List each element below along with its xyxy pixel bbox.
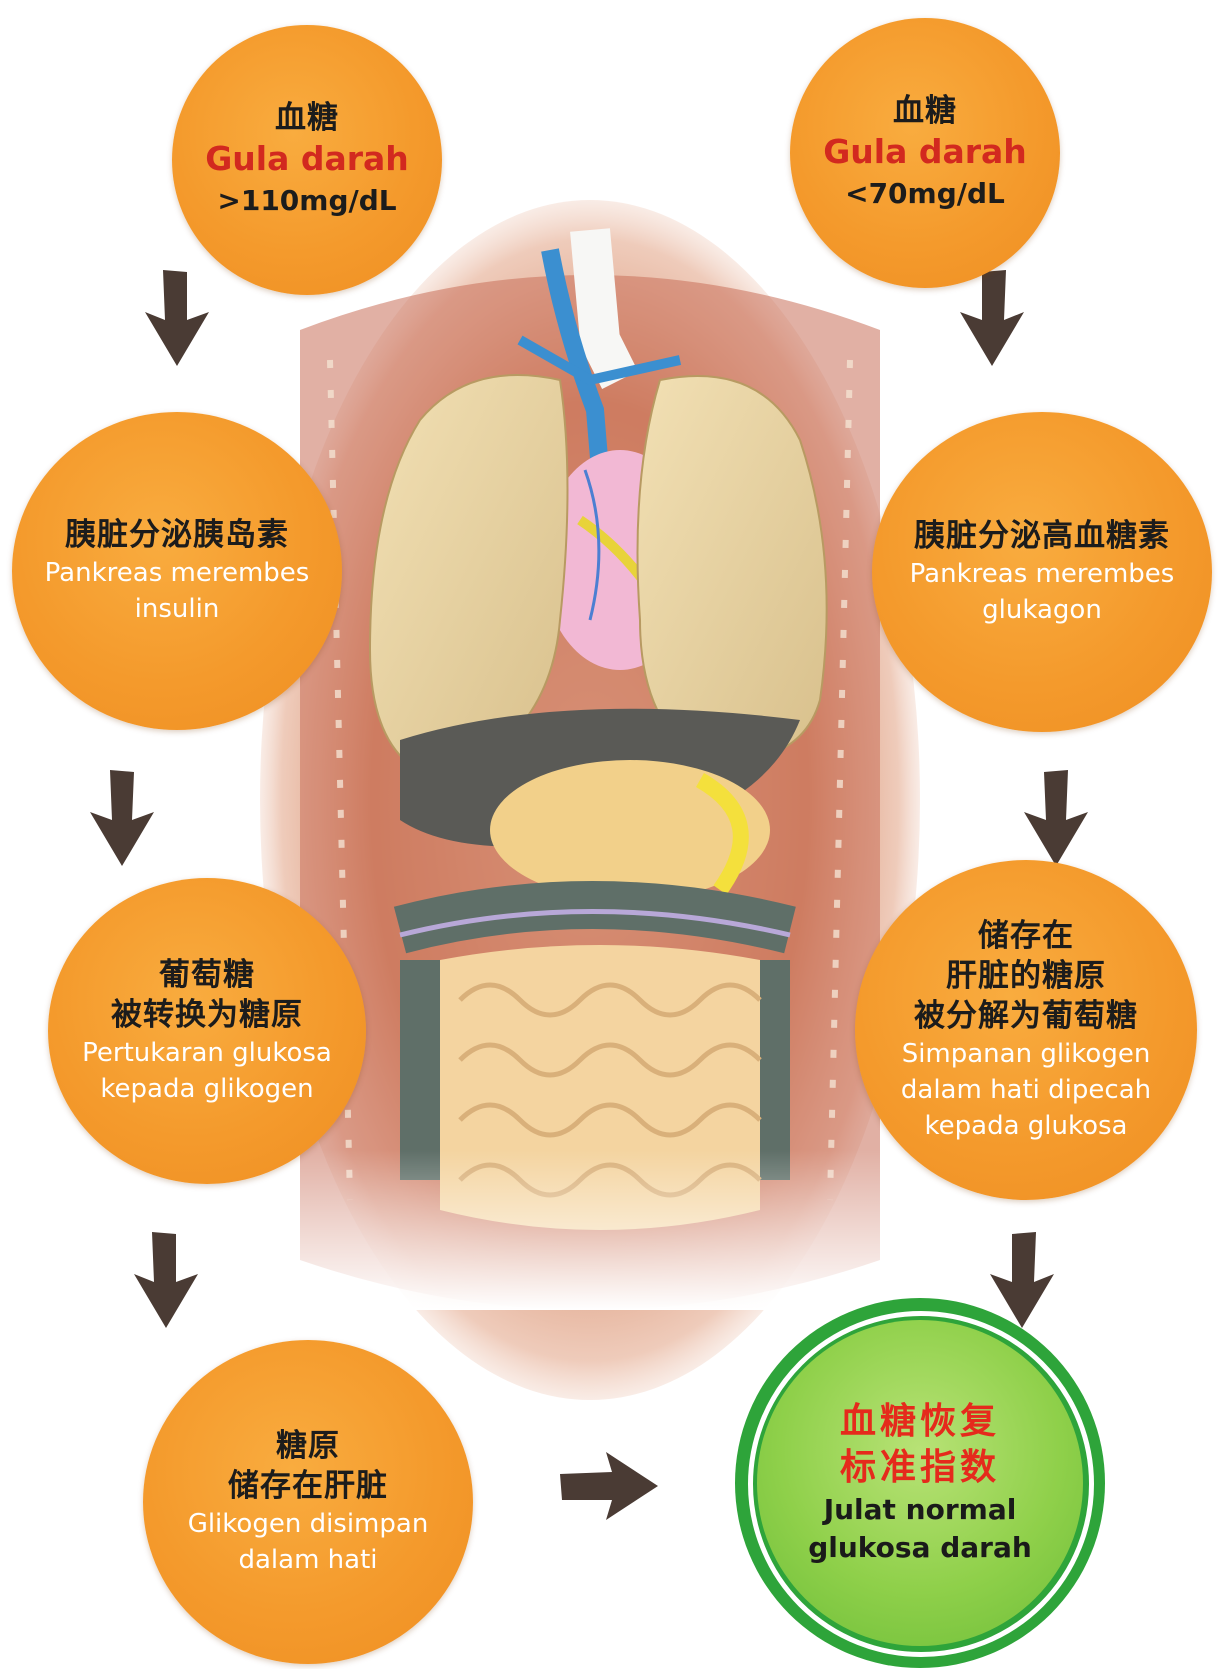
arrow-down-icon (958, 270, 1026, 368)
right-step1-zh: 血糖 (893, 91, 957, 131)
arrow-down-icon (88, 770, 156, 868)
right-step3-zh-line3: 被分解为葡萄糖 (914, 996, 1138, 1036)
left-step3-ms-line2: kepada glikogen (100, 1071, 313, 1107)
right-step3-ms-line3: kepada glukosa (925, 1108, 1128, 1144)
left-step3-zh-line1: 葡萄糖 (159, 955, 255, 995)
left-step3-ms-line1: Pertukaran glukosa (82, 1035, 332, 1071)
left-step1-zh: 血糖 (275, 98, 339, 138)
result-zh-line1: 血糖恢复 (840, 1399, 1000, 1445)
arrow-down-icon (143, 270, 211, 368)
left-insulin-circle: 胰脏分泌胰岛素 Pankreas merembes insulin (12, 412, 342, 730)
left-step3-zh-line2: 被转换为糖原 (111, 995, 303, 1035)
right-step2-ms-line2: glukagon (982, 592, 1102, 628)
right-step3-ms-line2: dalam hati dipecah (901, 1072, 1151, 1108)
result-ms-line2: glukosa darah (808, 1529, 1032, 1567)
left-glycogen-storage-circle: 糖原 储存在肝脏 Glikogen disimpan dalam hati (143, 1340, 473, 1664)
right-low-blood-sugar-circle: 血糖 Gula darah <70mg/dL (790, 18, 1060, 288)
normal-blood-sugar-content: 血糖恢复 标准指数 Julat normal glukosa darah (757, 1320, 1083, 1646)
stomach (490, 760, 770, 900)
arrow-down-icon (1022, 770, 1090, 868)
right-step1-value: <70mg/dL (845, 173, 1005, 215)
result-zh-line2: 标准指数 (840, 1445, 1000, 1491)
left-step2-ms-line1: Pankreas merembes (45, 555, 310, 591)
right-glucagon-circle: 胰脏分泌高血糖素 Pankreas merembes glukagon (872, 412, 1212, 732)
result-ms-line1: Julat normal (824, 1491, 1017, 1529)
right-step2-ms-line1: Pankreas merembes (910, 556, 1175, 592)
left-step1-value: >110mg/dL (217, 180, 396, 222)
left-step2-ms-line2: insulin (135, 591, 220, 627)
left-step2-zh: 胰脏分泌胰岛素 (65, 515, 289, 555)
left-step4-ms-line2: dalam hati (238, 1542, 377, 1578)
left-step1-ms: Gula darah (205, 138, 409, 180)
left-high-blood-sugar-circle: 血糖 Gula darah >110mg/dL (172, 25, 442, 295)
arrow-down-icon (132, 1232, 200, 1330)
right-glycogenolysis-circle: 储存在 肝脏的糖原 被分解为葡萄糖 Simpanan glikogen dala… (855, 860, 1197, 1200)
right-step2-zh: 胰脏分泌高血糖素 (914, 516, 1170, 556)
right-step3-zh-line1: 储存在 (978, 916, 1074, 956)
right-step3-ms-line1: Simpanan glikogen (902, 1036, 1151, 1072)
left-step4-zh-line2: 储存在肝脏 (228, 1466, 388, 1506)
right-step1-ms: Gula darah (823, 131, 1027, 173)
left-glycogenesis-circle: 葡萄糖 被转换为糖原 Pertukaran glukosa kepada gli… (48, 878, 366, 1184)
arrow-right-icon (560, 1450, 660, 1522)
left-step4-zh-line1: 糖原 (276, 1426, 340, 1466)
left-step4-ms-line1: Glikogen disimpan (188, 1506, 429, 1542)
right-step3-zh-line2: 肝脏的糖原 (946, 956, 1106, 996)
